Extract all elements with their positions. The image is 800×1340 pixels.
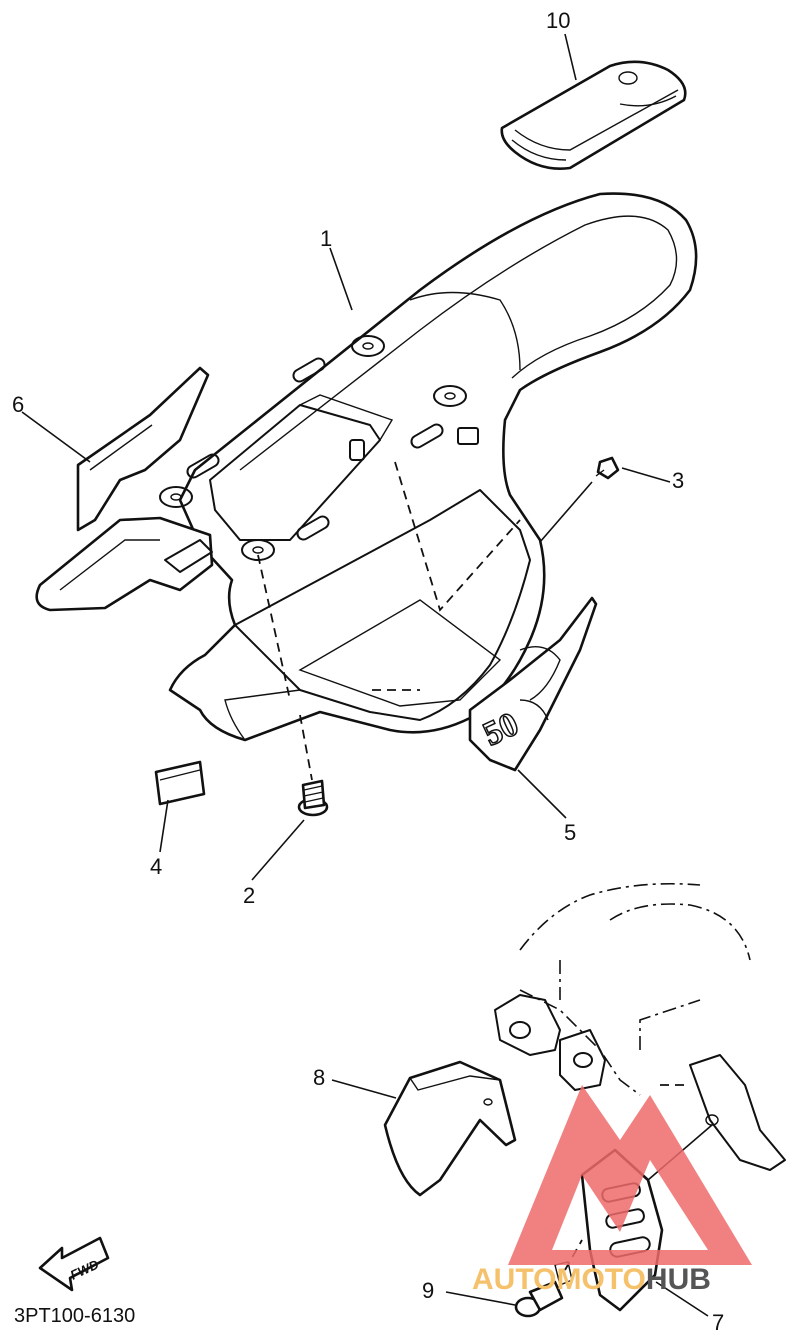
- part-2-bolt: [297, 779, 329, 817]
- watermark-logo: [508, 1085, 752, 1265]
- callout-3: 3: [672, 468, 684, 493]
- part-1-rear-fender: [35, 192, 698, 742]
- callout-10: 10: [546, 8, 570, 33]
- part-6-flap: [76, 366, 210, 532]
- part-4-pad: [154, 760, 206, 806]
- part-10-cushion: [500, 60, 687, 170]
- part-5-decal: 50: [468, 596, 598, 772]
- part-code: 3PT100-6130: [14, 1305, 135, 1327]
- part-8-bracket: [383, 1060, 517, 1197]
- callout-6: 6: [12, 392, 24, 417]
- watermark-text: AUTOMOTOHUB: [472, 1263, 711, 1296]
- callout-1: 1: [320, 226, 332, 251]
- callout-labels: 10 1 6 3 4 2 5 8 9 7: [12, 8, 724, 1335]
- callout-2: 2: [243, 883, 255, 908]
- watermark-text-part1: AUTOMOTO: [472, 1263, 646, 1296]
- fwd-arrow: FWD: [38, 1236, 110, 1292]
- part-9-bolt: [514, 1261, 573, 1318]
- callout-9: 9: [422, 1278, 434, 1303]
- watermark-text-part2: HUB: [646, 1263, 711, 1296]
- part-3-nut: [595, 456, 620, 480]
- callout-5: 5: [564, 820, 576, 845]
- callout-7: 7: [712, 1310, 724, 1335]
- callout-8: 8: [313, 1065, 325, 1090]
- watermark-triangle-icon: [508, 1085, 752, 1265]
- callout-4: 4: [150, 854, 162, 879]
- frame-section: [494, 882, 786, 1171]
